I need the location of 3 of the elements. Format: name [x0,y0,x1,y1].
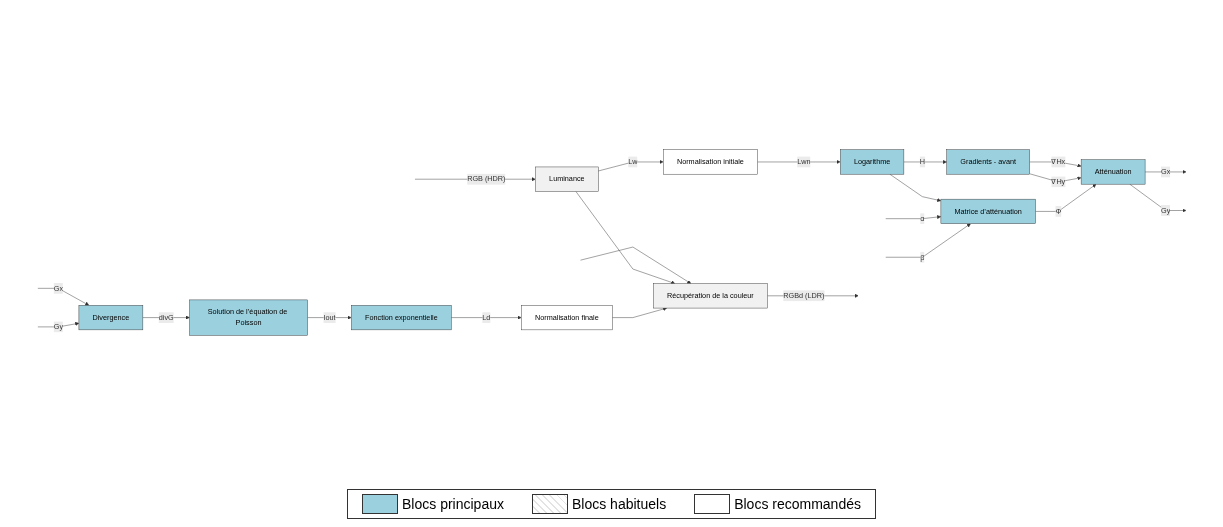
legend-label: Blocs principaux [402,496,504,512]
legend-label: Blocs habituels [571,496,667,512]
legend-label: Blocs recommandés [734,496,861,512]
